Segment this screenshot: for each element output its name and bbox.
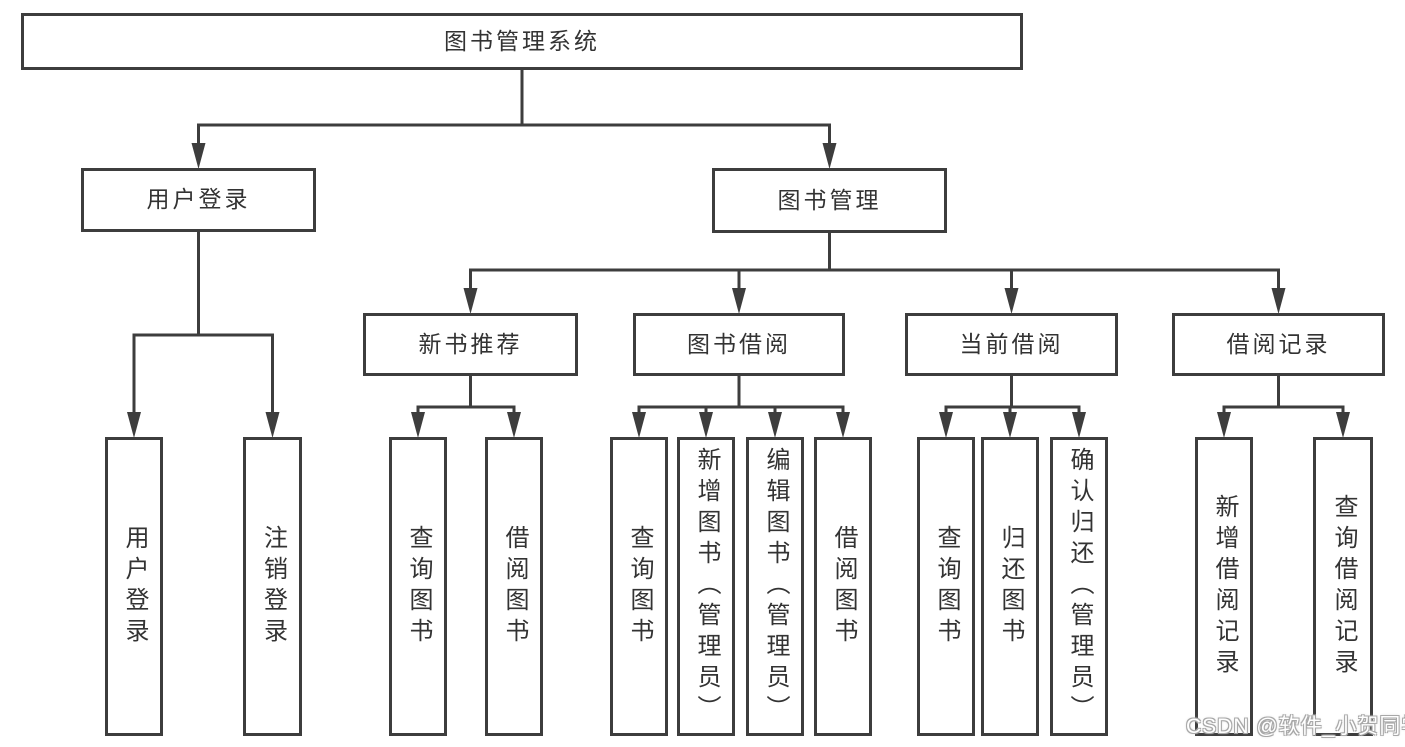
node-bb-edit-book: 编辑图书（管理员） <box>746 437 804 736</box>
arrowhead-icon <box>411 412 425 438</box>
node-label: 注销登录 <box>259 524 287 649</box>
node-login: 用户登录 <box>105 437 163 736</box>
node-rec-query-book: 查询图书 <box>389 437 447 736</box>
node-cb-return-book: 归还图书 <box>981 437 1039 736</box>
arrowhead-icon <box>1072 412 1086 438</box>
node-label: 查询图书 <box>626 524 653 649</box>
node-label: 借阅记录 <box>1226 330 1331 357</box>
node-label: 归还图书 <box>997 524 1024 649</box>
arrowhead-icon <box>732 288 746 314</box>
node-label: 借阅图书 <box>830 524 857 649</box>
node-label: 图书借阅 <box>687 330 791 357</box>
node-bb-borrow-book: 借阅图书 <box>814 437 872 736</box>
node-br-add-record: 新增借阅记录 <box>1195 437 1253 736</box>
arrowhead-icon <box>191 143 206 169</box>
arrowhead-icon <box>1217 412 1231 438</box>
node-new-book-rec: 新书推荐 <box>363 313 578 376</box>
arrowhead-icon <box>1003 412 1017 438</box>
node-current-borrow: 当前借阅 <box>905 313 1118 376</box>
arrowhead-icon <box>632 412 646 438</box>
node-label: 查询图书 <box>405 524 432 649</box>
arrowhead-icon <box>1336 412 1350 438</box>
node-logout: 注销登录 <box>243 437 302 736</box>
node-label: 编辑图书（管理员） <box>762 447 789 726</box>
arrowhead-icon <box>265 412 280 438</box>
node-borrow-records: 借阅记录 <box>1172 313 1385 376</box>
node-cb-confirm-return: 确认归还（管理员） <box>1050 437 1108 736</box>
node-label: 图书管理系统 <box>444 27 600 54</box>
watermark: CSDN @软件_小贺同学 <box>1186 715 1405 738</box>
node-user-login: 用户登录 <box>81 168 316 232</box>
arrowhead-icon <box>1271 288 1286 314</box>
node-book-mgmt: 图书管理 <box>712 168 947 233</box>
arrowhead-icon <box>768 412 782 438</box>
node-label: 查询图书 <box>933 524 960 649</box>
node-label: 新增图书（管理员） <box>693 447 720 726</box>
arrowhead-icon <box>1004 288 1019 314</box>
node-cb-query-book: 查询图书 <box>917 437 975 736</box>
node-br-query-record: 查询借阅记录 <box>1313 437 1373 736</box>
arrowhead-icon <box>507 412 521 438</box>
arrowhead-icon <box>836 412 850 438</box>
node-book-borrow: 图书借阅 <box>633 313 845 376</box>
arrowhead-icon <box>939 412 953 438</box>
node-label: 用户登录 <box>121 524 148 649</box>
arrowhead-icon <box>699 412 713 438</box>
node-label: 确认归还（管理员） <box>1066 447 1093 726</box>
node-bb-add-book: 新增图书（管理员） <box>677 437 735 736</box>
node-label: 查询借阅记录 <box>1330 493 1357 680</box>
node-label: 图书管理 <box>777 186 882 213</box>
node-label: 新书推荐 <box>418 330 523 357</box>
arrowhead-icon <box>127 412 141 438</box>
node-label: 借阅图书 <box>501 524 528 649</box>
node-label: 当前借阅 <box>959 330 1064 357</box>
node-bb-query-book: 查询图书 <box>610 437 668 736</box>
arrowhead-icon <box>822 143 837 169</box>
arrowhead-icon <box>463 288 478 314</box>
node-rec-borrow-book: 借阅图书 <box>485 437 543 736</box>
node-label: 新增借阅记录 <box>1211 493 1238 680</box>
node-label: 用户登录 <box>146 186 251 213</box>
node-root: 图书管理系统 <box>21 13 1023 70</box>
